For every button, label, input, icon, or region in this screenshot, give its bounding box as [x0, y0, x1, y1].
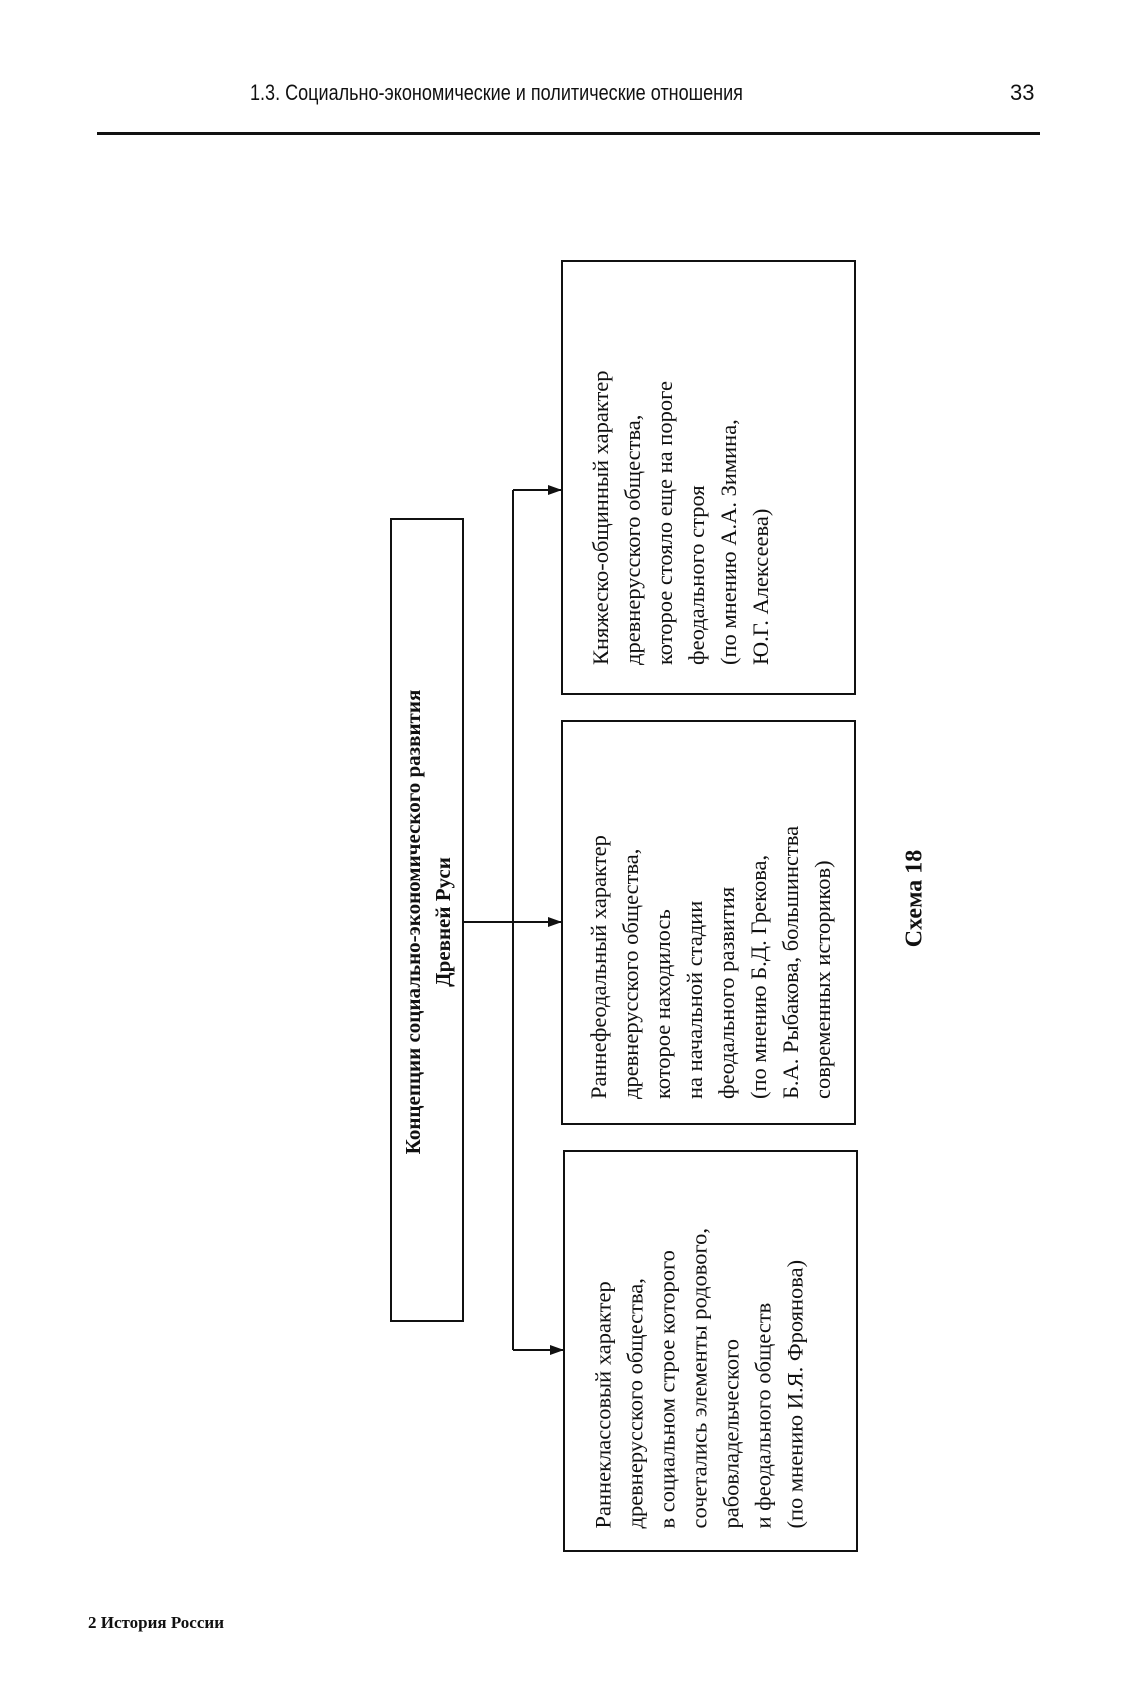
branch-line: древнерусского общества, — [618, 848, 643, 1099]
branch-line: Раннеклассовый характер — [590, 1280, 615, 1528]
branch-line: современных историков) — [810, 860, 835, 1099]
header-rule — [97, 132, 1040, 135]
diagram-caption: Схема 18 — [901, 849, 928, 948]
root-line: Концепции социально-экономического разви… — [401, 689, 425, 1155]
branch-line: Б.А. Рыбакова, большинства — [778, 825, 803, 1099]
branch-line: которое находилось — [650, 909, 675, 1099]
branch-line: и феодального обществ — [750, 1302, 775, 1528]
branch-line: Раннефеодальный характер — [586, 835, 611, 1099]
branch-line: древнерусского общества, — [620, 414, 645, 665]
signature-mark: 2 История России — [88, 1613, 224, 1632]
running-header: 1.3. Социально-экономические и политичес… — [250, 80, 743, 105]
branch-line: феодального строя — [684, 485, 709, 665]
branch-line: в социальном строе которого — [654, 1249, 679, 1528]
branch-line: Ю.Г. Алексеева) — [748, 508, 773, 665]
branch-box-prince-community: Княжеско-общинный характер древнерусског… — [561, 260, 856, 695]
branch-line: (по мнению И.Я. Фроянова) — [782, 1259, 807, 1528]
page-number: 33 — [1010, 80, 1035, 105]
branch-line: сочетались элементы родового, — [686, 1227, 711, 1528]
branch-line: феодального развития — [714, 886, 739, 1099]
branch-line: на начальной стадии — [682, 900, 707, 1099]
branch-line: (по мнению А.А. Зимина, — [716, 419, 741, 665]
branch-box-early-class: Раннеклассовый характер древнерусского о… — [563, 1150, 858, 1552]
branch-line: древнерусского общества, — [622, 1277, 647, 1528]
root-line: Древней Руси — [431, 857, 455, 987]
branch-box-early-feudal: Раннефеодальный характер древнерусского … — [561, 720, 856, 1125]
branch-line: (по мнению Б.Д. Грекова, — [746, 854, 771, 1099]
branch-line: Княжеско-общинный характер — [588, 370, 613, 665]
root-concept-box: Концепции социально-экономического разви… — [390, 518, 464, 1322]
branch-line: рабовладельческого — [718, 1338, 743, 1529]
branch-line: которое стояло еще на пороге — [652, 381, 677, 665]
